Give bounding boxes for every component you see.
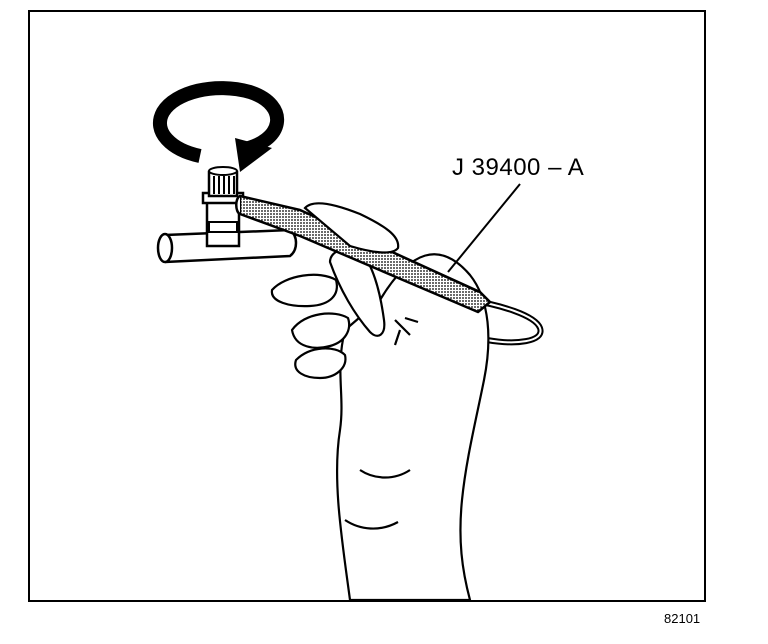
hand xyxy=(270,247,490,602)
tool-label: J 39400 – A xyxy=(452,154,585,181)
spark-tester-tool xyxy=(235,194,492,314)
tool-cable xyxy=(467,297,544,346)
figure-number: 82101 xyxy=(664,611,701,626)
label-leader-line xyxy=(447,183,521,273)
rotation-arrow-icon xyxy=(153,81,284,172)
valve-fitting xyxy=(201,166,245,248)
